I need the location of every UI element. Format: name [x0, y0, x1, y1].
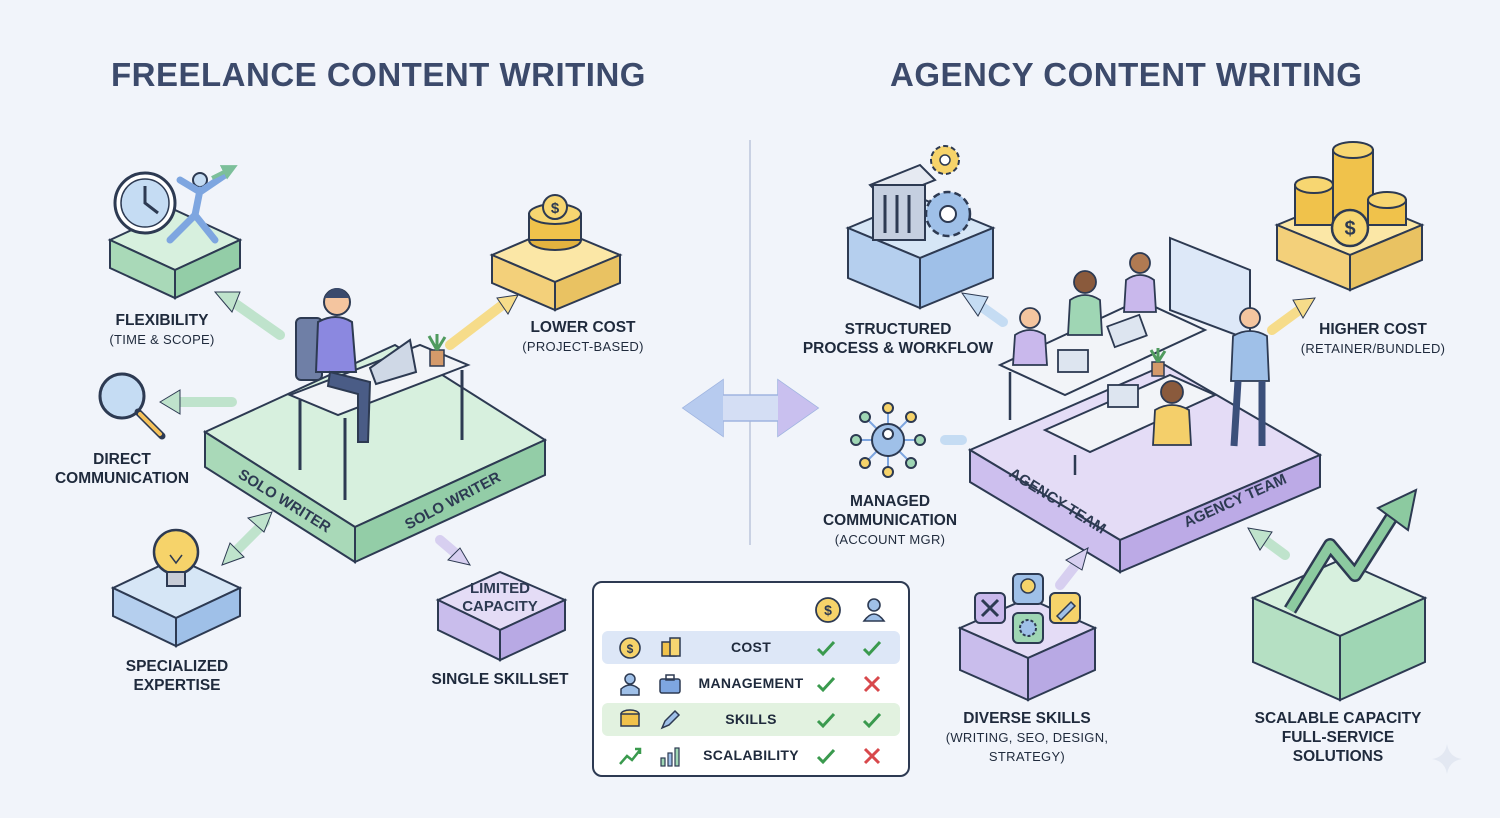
sparkle-icon [1432, 744, 1462, 774]
person-icon [862, 598, 886, 622]
magnifier-icon [98, 372, 166, 440]
check-icon [816, 712, 836, 729]
cross-icon [863, 675, 881, 693]
solo-writer-desk [287, 288, 471, 500]
limited-capacity-line1: LIMITED [470, 580, 530, 597]
dollar-coin-icon: $ [619, 637, 641, 659]
check-icon [862, 712, 882, 729]
lower-cost-label: LOWER COST (PROJECT-BASED) [522, 319, 644, 354]
agency-arrow-heads [960, 292, 1316, 571]
bar-chart-icon [660, 747, 680, 767]
svg-text:$: $ [1344, 218, 1355, 240]
double-arrow [681, 378, 820, 438]
network-icon [850, 402, 926, 478]
pencil-icon [1049, 592, 1081, 624]
center-divider [749, 140, 751, 545]
comparison-label-management: MANAGEMENT [698, 675, 804, 691]
manager-icon [620, 673, 640, 696]
comparison-table: $ $ COST MANAGEMENT SKILLS SCALABILITY [592, 581, 910, 777]
lightbulb-icon [1012, 573, 1044, 605]
flexibility-tile [107, 208, 243, 300]
higher-cost-label: HIGHER COST (RETAINER/BUNDLED) [1300, 321, 1446, 356]
check-icon [816, 676, 836, 693]
coin-stack-icon [661, 637, 681, 657]
gear-icon [1012, 612, 1044, 644]
cross-icon [863, 747, 881, 765]
coin-stack-icon: $ [1294, 141, 1407, 248]
arrow-heads [159, 291, 519, 566]
svg-text:$: $ [824, 602, 832, 618]
comparison-header: $ [594, 596, 908, 624]
agency-team-platform [967, 363, 1323, 574]
comparison-label-scalability: SCALABILITY [703, 747, 799, 763]
lightbulb-icon [152, 528, 200, 587]
comparison-label-skills: SKILLS [725, 711, 777, 727]
growth-arrow-icon [1284, 488, 1418, 614]
check-icon [816, 748, 836, 765]
check-icon [862, 640, 882, 657]
comparison-row-skills: SKILLS [602, 703, 900, 736]
comparison-row-management: MANAGEMENT [602, 667, 900, 700]
freelance-title: FREELANCE CONTENT WRITING [111, 56, 646, 93]
dollar-coin-icon: $ [815, 597, 841, 623]
scalable-capacity-label: SCALABLE CAPACITY FULL-SERVICE SOLUTIONS [1254, 710, 1422, 765]
gear-icon [924, 145, 972, 238]
briefcase-icon [659, 674, 681, 694]
single-skillset-label: SINGLE SKILLSET [431, 671, 569, 688]
building-icon [868, 163, 937, 241]
comparison-row-cost: $ COST [602, 631, 900, 664]
svg-text:$: $ [627, 642, 634, 656]
flexibility-label: FLEXIBILITY (TIME & SCOPE) [109, 312, 215, 347]
svg-text:$: $ [551, 200, 560, 217]
diverse-skills-label: DIVERSE SKILLS (WRITING, SEO, DESIGN, ST… [945, 710, 1109, 764]
tools-icon [974, 592, 1006, 624]
coin-stack-icon [620, 709, 640, 727]
limited-capacity-tile [435, 570, 568, 662]
structured-process-label: STRUCTURED PROCESS & WORKFLOW [802, 321, 994, 357]
direct-communication-label: DIRECT COMMUNICATION [54, 451, 190, 487]
limited-capacity-line2: CAPACITY [462, 598, 538, 615]
comparison-label-cost: COST [730, 639, 772, 655]
running-person-icon [166, 165, 238, 244]
agency-team-scene [997, 236, 1270, 475]
scalable-capacity-tile [1250, 558, 1428, 702]
comparison-row-scalability: SCALABILITY [602, 739, 900, 772]
trend-up-icon [619, 747, 642, 765]
specialized-expertise-label: SPECIALIZED EXPERTISE [125, 658, 229, 694]
managed-communication-label: MANAGED COMMUNICATION (ACCOUNT MGR) [822, 493, 958, 547]
pencil-icon [660, 709, 681, 730]
clock-icon [113, 171, 177, 235]
agency-title: AGENCY CONTENT WRITING [890, 56, 1363, 93]
solo-writer-platform [202, 343, 548, 564]
check-icon [816, 640, 836, 657]
expertise-tile [110, 556, 243, 648]
coin-stack-icon: $ [528, 194, 582, 251]
